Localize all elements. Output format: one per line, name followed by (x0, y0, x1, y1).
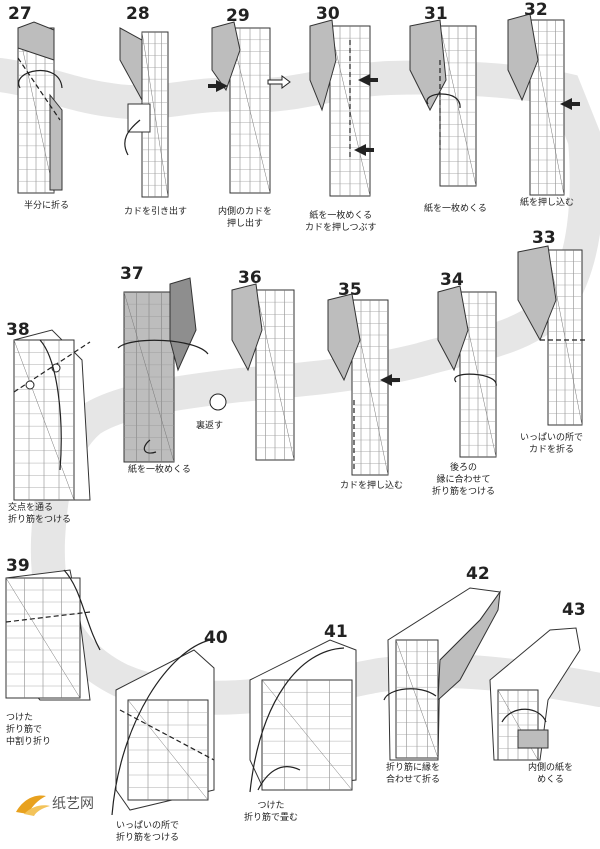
figure-34-fold-arrow (454, 373, 497, 387)
figure-32-push-arrow (560, 98, 580, 110)
figure-28-corner (127, 103, 151, 133)
turn-over-icon (209, 393, 227, 411)
figure-28-pull-arrow (124, 119, 141, 156)
figure-37-flap (169, 277, 197, 372)
figure-38-fold-arrow (39, 339, 62, 471)
step-number-36: 36 (238, 268, 262, 288)
figure-43-fold-arrow (501, 708, 547, 723)
step-caption-33: いっぱいの所で カドを折る (520, 433, 584, 455)
figure-29-push-arrow (208, 80, 228, 92)
step-number-28: 28 (126, 4, 150, 24)
figure-32-flap (507, 13, 539, 102)
figure-40-fold-arrow (111, 639, 211, 816)
step-caption-27: 半分に折る (24, 201, 70, 211)
step-number-34: 34 (440, 270, 464, 290)
figure-35-flap (327, 293, 361, 382)
step-caption-43: 内側の紙を めくる (528, 763, 574, 785)
step-caption-41: つけた 折り筋で畳む (244, 801, 299, 823)
figure-27-fold-line (17, 57, 61, 121)
figure-27-flap (17, 21, 55, 61)
figure-34-flap (437, 285, 469, 372)
step-caption-34: 後ろの 縁に合わせて 折り筋をつける (432, 463, 496, 497)
figure-35-push-arrow (380, 374, 400, 386)
step-caption-37: 紙を一枚めくる (128, 465, 191, 475)
step-number-27: 27 (8, 4, 32, 24)
figure-40-fold-line (119, 709, 215, 761)
figure-33-column-crease (547, 249, 583, 426)
step-number-38: 38 (6, 320, 30, 340)
figure-39-fold-line (5, 611, 91, 623)
figure-37-turn-arrow (143, 439, 157, 454)
figure-29-out-arrow (267, 75, 291, 89)
step-number-37: 37 (120, 264, 144, 284)
step-number-31: 31 (424, 4, 448, 24)
flow-path-band (0, 58, 600, 715)
figure-36-column-crease (255, 289, 295, 461)
figure-30-flap (309, 19, 337, 112)
figure-31-column-crease (439, 25, 477, 187)
step-caption-31: 紙を一枚めくる (424, 204, 487, 214)
step-number-29: 29 (226, 6, 250, 26)
step-caption-40: いっぱいの所で 折り筋をつける (116, 821, 180, 843)
figure-38-grid-crease (13, 339, 75, 501)
watermark-text: 纸艺网 (52, 796, 94, 812)
figure-30-push-arrow-bottom (354, 144, 374, 156)
figure-37-flip-arrow (117, 339, 209, 355)
step-caption-39: つけた 折り筋で 中割り折り (6, 713, 52, 747)
figure-28-flap (119, 27, 143, 101)
figure-31-flap (409, 19, 447, 112)
figure-39-fold-arrow (63, 569, 101, 651)
figure-36-flap (231, 283, 263, 372)
step-caption-32: 紙を押し込む (520, 198, 575, 208)
figure-37-column-crease (123, 291, 175, 463)
figure-31-fold-arrow (426, 93, 461, 109)
figure-40-grid-crease (127, 699, 209, 801)
step-number-33: 33 (532, 228, 556, 248)
step-number-39: 39 (6, 556, 30, 576)
figure-42-grid-crease (395, 639, 439, 759)
figure-39-grid-crease (5, 577, 81, 699)
step-caption-29: 内側のカドを 押し出す (218, 207, 273, 229)
step-number-40: 40 (204, 628, 228, 648)
step-caption-35: カドを押し込む (340, 481, 404, 491)
step-caption-42: 折り筋に縁を 合わせて折る (386, 763, 441, 785)
figure-41-return-arrow (257, 766, 301, 791)
figure-41-fold-arrow (249, 647, 345, 793)
step-number-30: 30 (316, 4, 340, 24)
watermark-logo (16, 795, 50, 816)
step-number-42: 42 (466, 564, 490, 584)
step-number-32: 32 (524, 0, 548, 20)
turn-over-label: 裏返す (196, 421, 224, 431)
figure-43-inner (517, 729, 549, 749)
figure-38-point (25, 380, 35, 390)
step-caption-38: 交点を通る 折り筋をつける (8, 503, 72, 525)
figure-33-flap (517, 245, 557, 342)
step-number-35: 35 (338, 280, 362, 300)
step-caption-30: 紙を一枚めくる カドを押しつぶす (305, 211, 377, 233)
figure-30-push-arrow-top (358, 74, 378, 86)
figure-42-fold-arrow (383, 688, 437, 701)
figure-38-fold-line (13, 341, 91, 393)
figure-27-column-crease (17, 27, 55, 194)
figure-27-side (49, 93, 63, 191)
step-caption-28: カドを引き出す (124, 207, 188, 217)
figure-42-flap (437, 590, 501, 702)
figure-27-fold-arrow (18, 70, 63, 89)
step-number-41: 41 (324, 622, 348, 642)
step-number-43: 43 (562, 600, 586, 620)
figure-30-column-crease (329, 25, 371, 197)
figure-28-column-crease (141, 31, 169, 198)
figure-29-flap (211, 21, 241, 92)
